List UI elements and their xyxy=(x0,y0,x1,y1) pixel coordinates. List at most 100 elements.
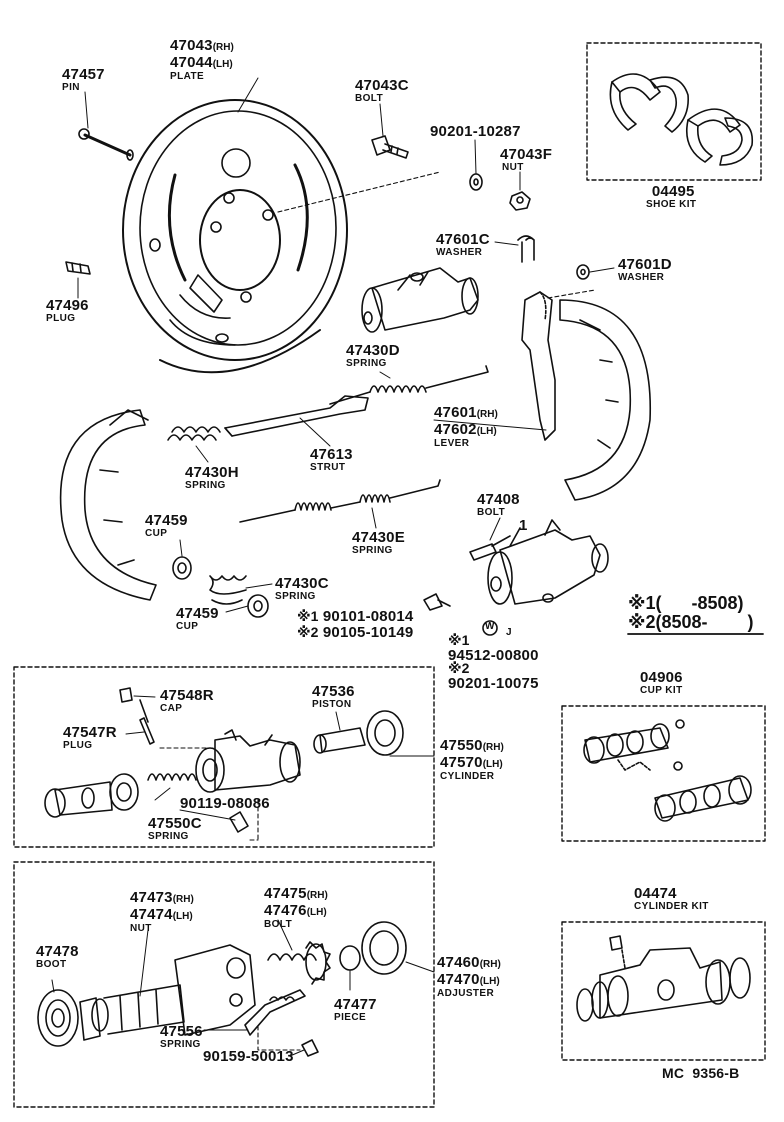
bolt-47043c-num: 47043C xyxy=(355,77,409,94)
plug-47496-num: 47496 xyxy=(46,297,89,314)
plate-num-rh: 47043 xyxy=(170,37,213,54)
shoe-kit-drawing xyxy=(609,73,754,166)
wheel-cylinder-lower-drawing xyxy=(487,519,609,605)
piece-name: PIECE xyxy=(334,1011,367,1023)
bolt-47408-name: BOLT xyxy=(477,506,506,518)
cylinder-kit-frame xyxy=(561,921,766,1061)
adjuster-label: 47460(RH) 47470(LH) ADJUSTER xyxy=(437,955,501,999)
nut-47473-num-lh: 47474 xyxy=(130,905,173,923)
cup-lower-label: 47459 CUP xyxy=(176,606,219,632)
shoe-kit-frame xyxy=(586,42,762,181)
cylinder-label: 47550(RH) 47570(LH) CYLINDER xyxy=(440,738,504,782)
cup-kit-num: 04906 xyxy=(640,669,683,686)
washer-j-label: J xyxy=(506,627,512,638)
strut-label: 47613 STRUT xyxy=(310,447,353,473)
spring-47430h-drawing xyxy=(167,426,221,441)
nut-47473-name: NUT xyxy=(130,922,152,934)
lever-num-lh: 47602 xyxy=(434,420,477,438)
plug-47547r-num: 47547R xyxy=(63,724,117,741)
washer-w-label: W xyxy=(485,621,495,632)
brake-shoe-left-drawing xyxy=(59,409,157,601)
cup-47459-upper-drawing xyxy=(172,556,192,580)
cup-kit-name: CUP KIT xyxy=(640,684,683,696)
cup-upper-num: 47459 xyxy=(145,512,188,529)
piece-label: 47477 PIECE xyxy=(334,997,377,1023)
cup-kit-label: 04906 CUP KIT xyxy=(640,670,683,696)
spring-47430c-label: 47430C SPRING xyxy=(275,576,329,602)
cap-47548r-label: 47548R CAP xyxy=(160,688,214,714)
nut-47043f-label: 47043F NUT xyxy=(500,147,552,173)
washer-note-1-mark: ※1 xyxy=(448,632,470,648)
spring-47430e-label: 47430E SPRING xyxy=(352,530,405,556)
lever-label: 47601(RH) 47602(LH) LEVER xyxy=(434,405,498,449)
spring-47550c-name: SPRING xyxy=(148,830,189,842)
cup-upper-name: CUP xyxy=(145,527,168,539)
washer-47601c-drawing xyxy=(517,235,535,263)
diagram-code: MC 9356-B xyxy=(662,1065,740,1081)
adjuster-num-rh: 47460 xyxy=(437,954,480,971)
plug-47496-label: 47496 PLUG xyxy=(46,298,89,324)
screw-90159-label: 90159-50013 xyxy=(203,1049,294,1065)
spring-47430c-num: 47430C xyxy=(275,575,329,592)
piece-num: 47477 xyxy=(334,996,377,1013)
nut-47473-num-rh: 47473 xyxy=(130,889,173,906)
bolt-90119-label: 90119-08086 xyxy=(180,796,270,812)
cylinder-suffix-rh: (RH) xyxy=(482,742,504,753)
piston-name: PISTON xyxy=(312,698,352,710)
shoe-kit-name: SHOE KIT xyxy=(646,198,697,210)
bolt-47043c-name: BOLT xyxy=(355,92,384,104)
strut-drawing xyxy=(224,395,369,437)
cylinder-kit-num: 04474 xyxy=(634,885,677,902)
cylinder-name: CYLINDER xyxy=(440,770,495,782)
cylinder-num-rh: 47550 xyxy=(440,737,483,754)
spring-47556-name: SPRING xyxy=(160,1038,201,1050)
cylinder-kit-label: 04474 CYLINDER KIT xyxy=(634,886,709,912)
plug-47547r-label: 47547R PLUG xyxy=(63,725,117,751)
nut-47043f-num: 47043F xyxy=(500,146,553,163)
spring-47556-label: 47556 SPRING xyxy=(160,1024,203,1050)
cap-47548r-name: CAP xyxy=(160,702,183,714)
strut-name: STRUT xyxy=(310,461,346,473)
nut-47473-suffix-rh: (RH) xyxy=(172,894,194,905)
adjuster-frame xyxy=(13,861,435,1108)
washer-47601c-num: 47601C xyxy=(436,231,490,248)
pin-name: PIN xyxy=(62,81,80,93)
spring-47430c-name: SPRING xyxy=(275,590,316,602)
adjuster-suffix-lh: (LH) xyxy=(479,975,500,987)
piston-num: 47536 xyxy=(312,683,355,700)
cup-kit-frame xyxy=(561,705,766,842)
adjuster-name: ADJUSTER xyxy=(437,987,495,999)
plate-suffix-rh: (RH) xyxy=(212,42,234,53)
bolt-90119-num: 90119-08086 xyxy=(180,795,270,812)
pin-num: 47457 xyxy=(62,66,105,83)
washer-47601d-num: 47601D xyxy=(618,256,672,273)
bolt-note-2: ※2 90105-10149 xyxy=(297,625,413,642)
bolt-note-2-mark: ※2 xyxy=(297,624,319,640)
plug-47496-name: PLUG xyxy=(46,312,76,324)
spring-47430e-num: 47430E xyxy=(352,529,405,546)
washer-90201-label: 90201-10287 xyxy=(430,124,521,140)
boot-num: 47478 xyxy=(36,943,79,960)
brake-shoe-right-drawing xyxy=(559,299,652,501)
washer-note-1: ※1 94512-00800 xyxy=(448,633,539,663)
spring-47430d-num: 47430D xyxy=(346,342,400,359)
washer-47601c-name: WASHER xyxy=(436,246,483,258)
spring-47430h-label: 47430H SPRING xyxy=(185,465,239,491)
spring-47430d-drawing xyxy=(329,365,489,405)
lever-drawing xyxy=(521,291,556,441)
lever-name: LEVER xyxy=(434,437,470,449)
cap-47548r-num: 47548R xyxy=(160,687,214,704)
washer-47601c-label: 47601C WASHER xyxy=(436,232,490,258)
bolt-note-1: ※1 90101-08014 xyxy=(297,609,413,626)
bolt-47475-label: 47475(RH) 47476(LH) BOLT xyxy=(264,886,328,930)
plate-suffix-lh: (LH) xyxy=(212,58,233,70)
bolt-47475-suffix-lh: (LH) xyxy=(306,906,327,918)
pin-label: 47457 PIN xyxy=(62,67,105,93)
cylinder-kit-drawing xyxy=(576,935,751,1022)
washer-90201-num: 90201-10287 xyxy=(430,123,521,140)
cylinder-num-lh: 47570 xyxy=(440,753,483,771)
legend-line-1: ※1( -8508) xyxy=(628,593,744,613)
plate-name: PLATE xyxy=(170,70,205,82)
